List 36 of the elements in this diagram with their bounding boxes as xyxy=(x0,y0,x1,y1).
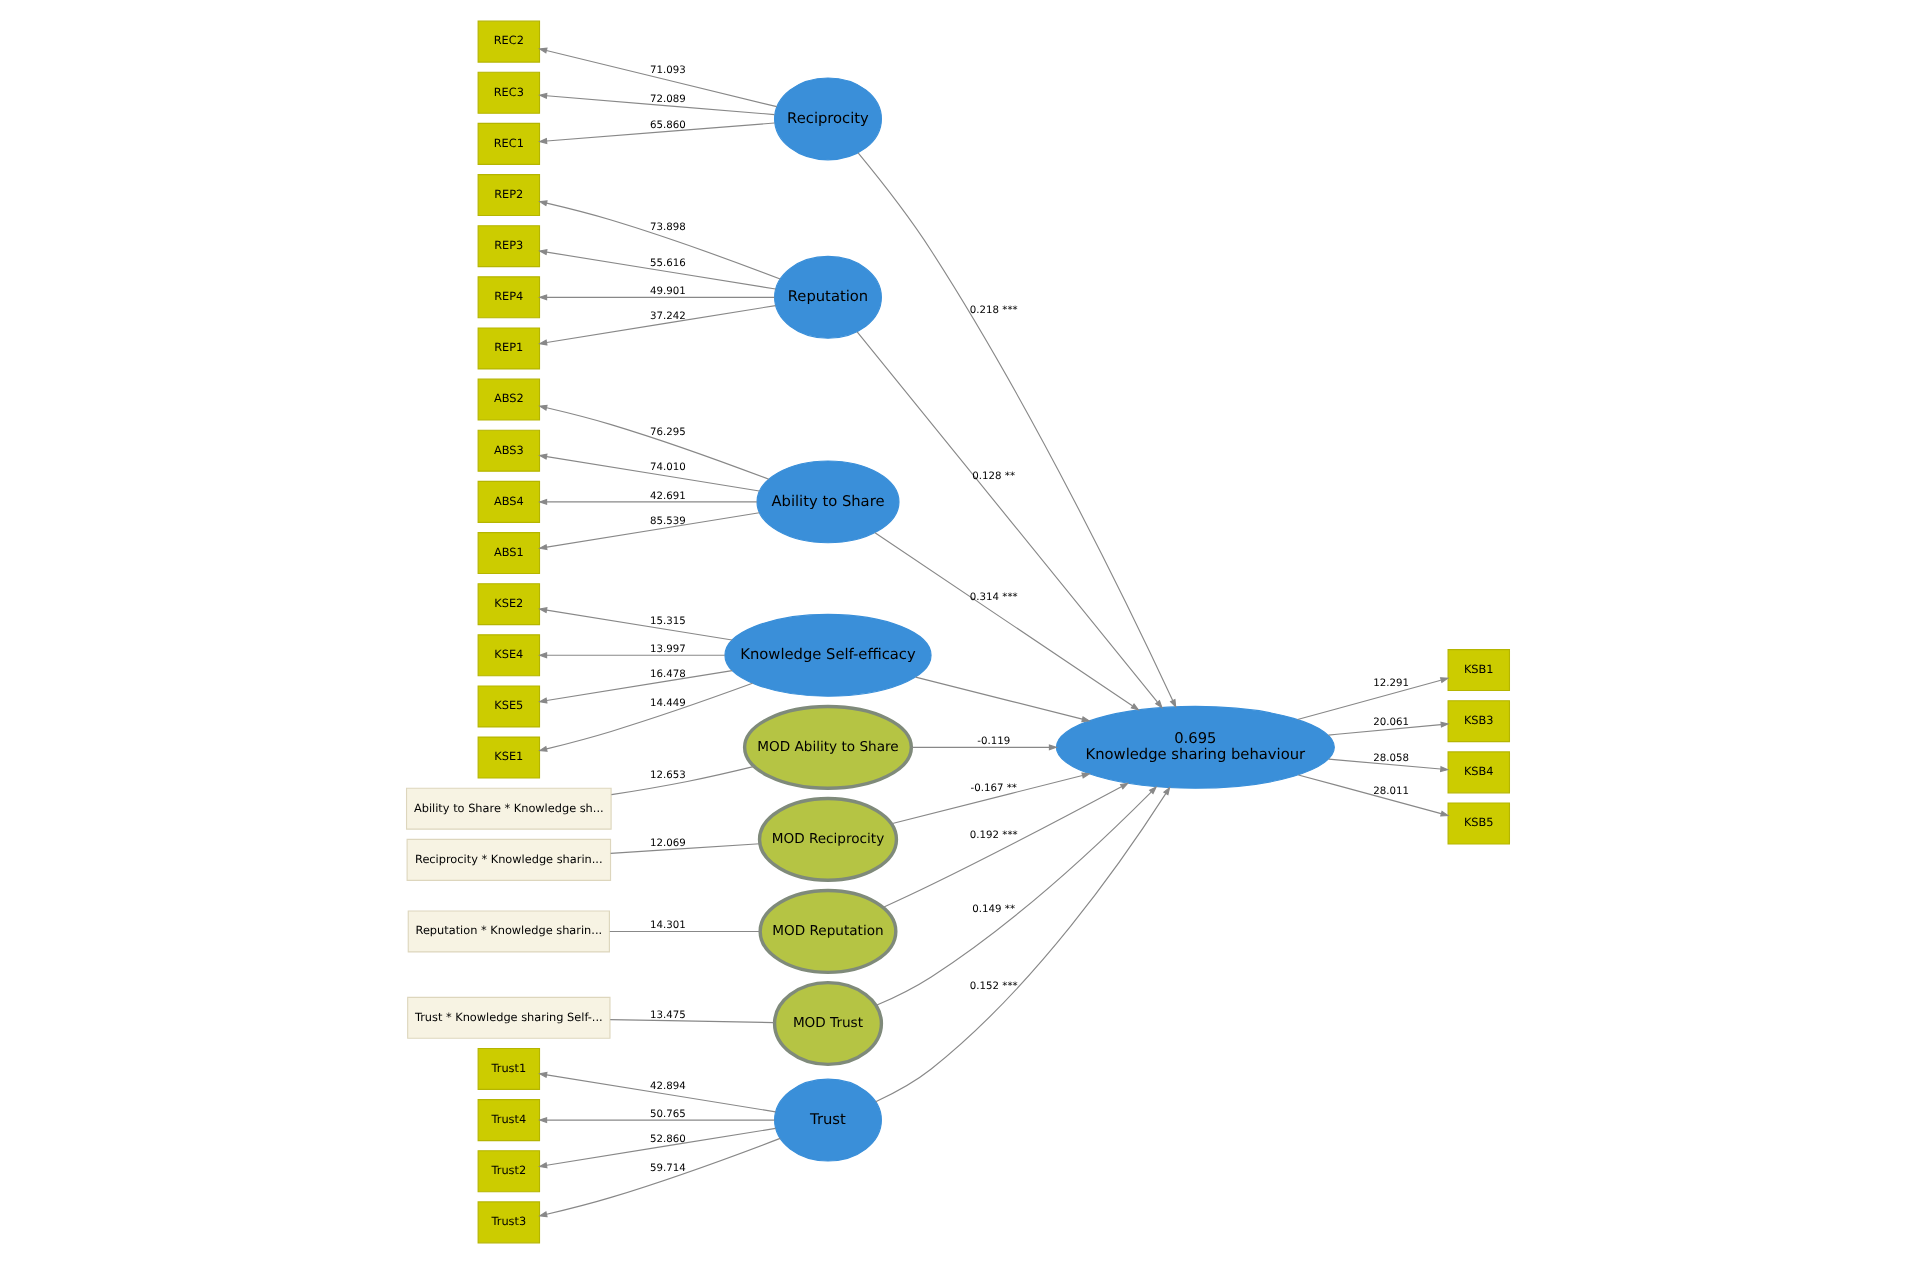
arrow xyxy=(537,1116,774,1124)
arrow xyxy=(537,498,757,506)
arrow xyxy=(537,670,732,704)
arrow xyxy=(537,1071,776,1113)
arrow xyxy=(874,785,1157,1006)
arrow xyxy=(874,786,1170,1103)
arrow xyxy=(537,92,774,116)
arrow xyxy=(914,676,1090,723)
connector xyxy=(609,765,754,796)
arrow xyxy=(1326,721,1449,736)
arrow xyxy=(1296,774,1449,817)
arrow xyxy=(873,532,1139,711)
arrow xyxy=(909,744,1057,751)
arrow xyxy=(881,782,1129,908)
arrow xyxy=(537,294,774,301)
arrow xyxy=(1296,677,1449,721)
arrow xyxy=(537,200,780,280)
connector xyxy=(608,1019,774,1024)
arrow xyxy=(537,1127,776,1169)
arrow xyxy=(537,404,769,480)
arrow xyxy=(889,772,1090,825)
connector xyxy=(609,843,760,854)
connector xyxy=(608,930,760,933)
arrow xyxy=(537,652,725,659)
arrow xyxy=(537,1137,780,1218)
arrow xyxy=(537,607,732,641)
arrow xyxy=(537,249,776,290)
arrow xyxy=(537,682,753,752)
arrow xyxy=(537,305,776,346)
arrow xyxy=(537,47,777,108)
arrow xyxy=(1327,758,1449,773)
arrow xyxy=(537,453,759,492)
arrow xyxy=(856,152,1176,709)
arrow xyxy=(855,331,1162,709)
arrow xyxy=(537,512,759,551)
arrow xyxy=(537,122,774,145)
